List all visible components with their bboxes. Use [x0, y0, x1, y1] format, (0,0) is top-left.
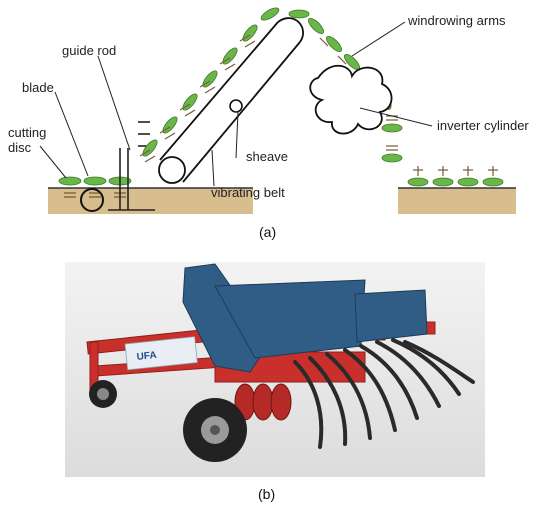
ground-roots-right — [413, 166, 498, 176]
side-panel — [124, 336, 198, 371]
leader-lines — [39, 21, 433, 187]
label-windrowing-arms: windrowing arms — [408, 13, 506, 28]
ground-plants-right — [407, 177, 504, 187]
label-cutting-disc-line1: cutting — [8, 125, 47, 140]
label-cutting-disc-line2: disc — [8, 140, 32, 155]
vibrating-belt — [158, 17, 304, 184]
soil-right — [398, 188, 516, 214]
falling-plant-lower — [381, 153, 403, 163]
caption-b: (b) — [258, 486, 276, 502]
cutting-disc-circle — [80, 188, 104, 212]
sheave-upper — [229, 99, 243, 113]
wheels — [89, 380, 247, 462]
caption-a: (a) — [259, 224, 277, 240]
photo-b: UFA — [65, 262, 485, 477]
sheave-lower — [158, 156, 186, 184]
ground-plants-left — [58, 176, 132, 186]
belt-plants — [142, 7, 310, 157]
inverter-cylinder-shape — [309, 64, 393, 135]
label-blade: blade — [22, 80, 54, 95]
label-inverter-cylinder: inverter cylinder — [437, 118, 529, 133]
label-sheave: sheave — [246, 149, 288, 164]
diagram-a — [39, 7, 516, 214]
blue-hopper — [182, 263, 428, 373]
windrowing-rods — [293, 338, 475, 449]
belt-roots — [139, 34, 256, 163]
cutting-discs — [234, 383, 292, 421]
brand-mark-ufa: UFA — [136, 350, 157, 363]
label-guide-rod: guide rod — [62, 43, 117, 58]
label-vibrating-belt: vibrating belt — [211, 185, 285, 200]
